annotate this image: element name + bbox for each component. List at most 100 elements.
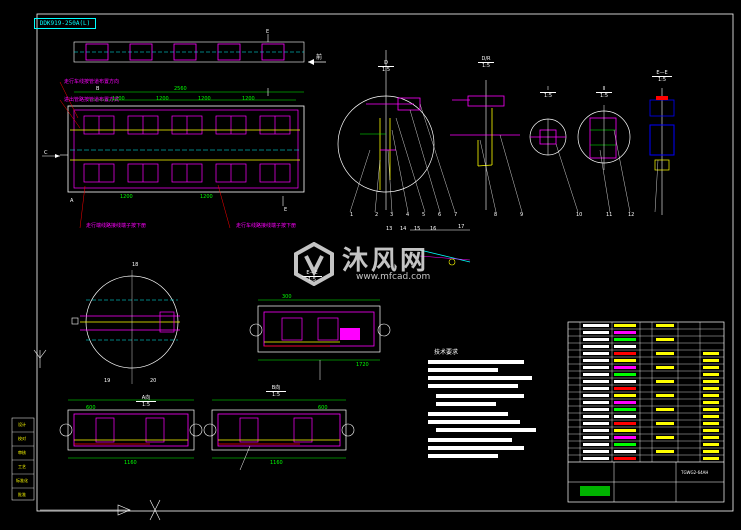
section-e-bottom: E bbox=[284, 207, 288, 213]
signature-tag: 设计 bbox=[18, 422, 26, 427]
watermark-logo: 沐风网 www.mfcad.com bbox=[292, 238, 462, 290]
parts-list-table bbox=[567, 321, 725, 503]
table-cell-name bbox=[614, 422, 636, 425]
tech-requirements-text bbox=[428, 360, 536, 458]
tech-line bbox=[436, 402, 496, 406]
table-cell-note bbox=[703, 422, 719, 425]
front-arrow-label: 前 bbox=[316, 54, 323, 61]
table-cell-code bbox=[583, 422, 609, 425]
table-cell-note bbox=[703, 387, 719, 390]
note-4: 走行车线路接线端子按下册 bbox=[236, 223, 297, 229]
drawing-number: TGWG2-64AH bbox=[681, 470, 709, 475]
table-cell-code bbox=[583, 457, 609, 460]
table-cell-code bbox=[583, 331, 609, 334]
note-2: 进出管路按管道布置方式 bbox=[64, 97, 120, 103]
part-number-10: 10 bbox=[576, 212, 583, 218]
part-number-2: 2 bbox=[375, 212, 379, 218]
table-cell-code bbox=[583, 450, 609, 453]
table-cell-note bbox=[703, 415, 719, 418]
left-signature-block bbox=[11, 349, 161, 521]
detail-ii-view bbox=[577, 105, 631, 170]
table-cell-name bbox=[614, 450, 636, 453]
table-cell-name bbox=[614, 380, 636, 383]
table-cell-name bbox=[614, 345, 636, 348]
signature-tag: 工艺 bbox=[18, 464, 26, 469]
part-number-14: 14 bbox=[400, 226, 407, 232]
table-cell-note bbox=[703, 429, 719, 432]
table-cell-name bbox=[614, 415, 636, 418]
table-cell-name bbox=[614, 387, 636, 390]
detail-circle-lower bbox=[71, 270, 180, 384]
table-cell-material bbox=[656, 380, 674, 383]
tech-line bbox=[428, 384, 518, 388]
table-cell-code bbox=[583, 338, 609, 341]
table-cell-name bbox=[614, 324, 636, 327]
part-number-13: 13 bbox=[386, 226, 393, 232]
detail-dr-view bbox=[450, 80, 520, 210]
part-number-19: 19 bbox=[104, 378, 111, 384]
dim-a-1160: 1160 bbox=[124, 460, 137, 466]
table-cell-name bbox=[614, 443, 636, 446]
part-number-17: 17 bbox=[458, 224, 465, 230]
table-cell-code bbox=[583, 429, 609, 432]
table-cell-note bbox=[703, 436, 719, 439]
tech-line bbox=[428, 360, 524, 364]
dim-top-seg1: 1200 bbox=[112, 96, 125, 102]
tech-line bbox=[436, 394, 524, 398]
part-number-11: 11 bbox=[606, 212, 613, 218]
table-cell-code bbox=[583, 373, 609, 376]
table-cell-material bbox=[656, 366, 674, 369]
table-cell-name bbox=[614, 352, 636, 355]
dim-mid-2: 1200 bbox=[200, 194, 213, 200]
tech-line bbox=[428, 412, 508, 416]
view-a bbox=[59, 399, 203, 459]
table-cell-material bbox=[656, 324, 674, 327]
table-cell-note bbox=[703, 408, 719, 411]
section-ee-middle bbox=[249, 299, 391, 380]
table-cell-note bbox=[703, 359, 719, 362]
table-cell-note bbox=[703, 373, 719, 376]
table-cell-note bbox=[703, 457, 719, 460]
part-number-5: 5 bbox=[422, 212, 426, 218]
note-1: 走行车线按管道布置方向 bbox=[64, 79, 120, 85]
watermark-url: www.mfcad.com bbox=[356, 272, 431, 282]
table-cell-note bbox=[703, 450, 719, 453]
detail-i-view bbox=[529, 118, 567, 156]
dim-a-600: 600 bbox=[86, 405, 96, 411]
table-cell-name bbox=[614, 401, 636, 404]
part-number-9: 9 bbox=[520, 212, 524, 218]
detail-leaders bbox=[349, 103, 659, 213]
table-cell-code bbox=[583, 366, 609, 369]
tech-line bbox=[428, 446, 524, 450]
tech-line bbox=[428, 376, 532, 380]
section-e-top: E bbox=[266, 29, 270, 35]
detail-d-view bbox=[337, 50, 435, 210]
table-cell-material bbox=[656, 394, 674, 397]
table-cell-code bbox=[583, 352, 609, 355]
table-cell-code bbox=[583, 408, 609, 411]
table-cell-note bbox=[703, 366, 719, 369]
note-3: 走行端线路接线端子按下册 bbox=[86, 223, 147, 229]
table-cell-note bbox=[703, 380, 719, 383]
small-fitting-view bbox=[410, 229, 471, 266]
part-number-12: 12 bbox=[628, 212, 635, 218]
table-cell-note bbox=[703, 443, 719, 446]
table-cell-material bbox=[656, 450, 674, 453]
dim-mid-small: 300 bbox=[282, 294, 292, 300]
signature-tag: 校对 bbox=[18, 436, 26, 441]
table-cell-name bbox=[614, 331, 636, 334]
tech-line bbox=[428, 454, 498, 458]
part-number-6: 6 bbox=[438, 212, 442, 218]
table-cell-name bbox=[614, 408, 636, 411]
tech-line bbox=[436, 428, 536, 432]
dim-b-600: 600 bbox=[318, 405, 328, 411]
table-cell-material bbox=[656, 436, 674, 439]
signature-tag: 标准化 bbox=[16, 478, 28, 483]
part-number-3: 3 bbox=[390, 212, 394, 218]
tech-line bbox=[428, 420, 520, 424]
